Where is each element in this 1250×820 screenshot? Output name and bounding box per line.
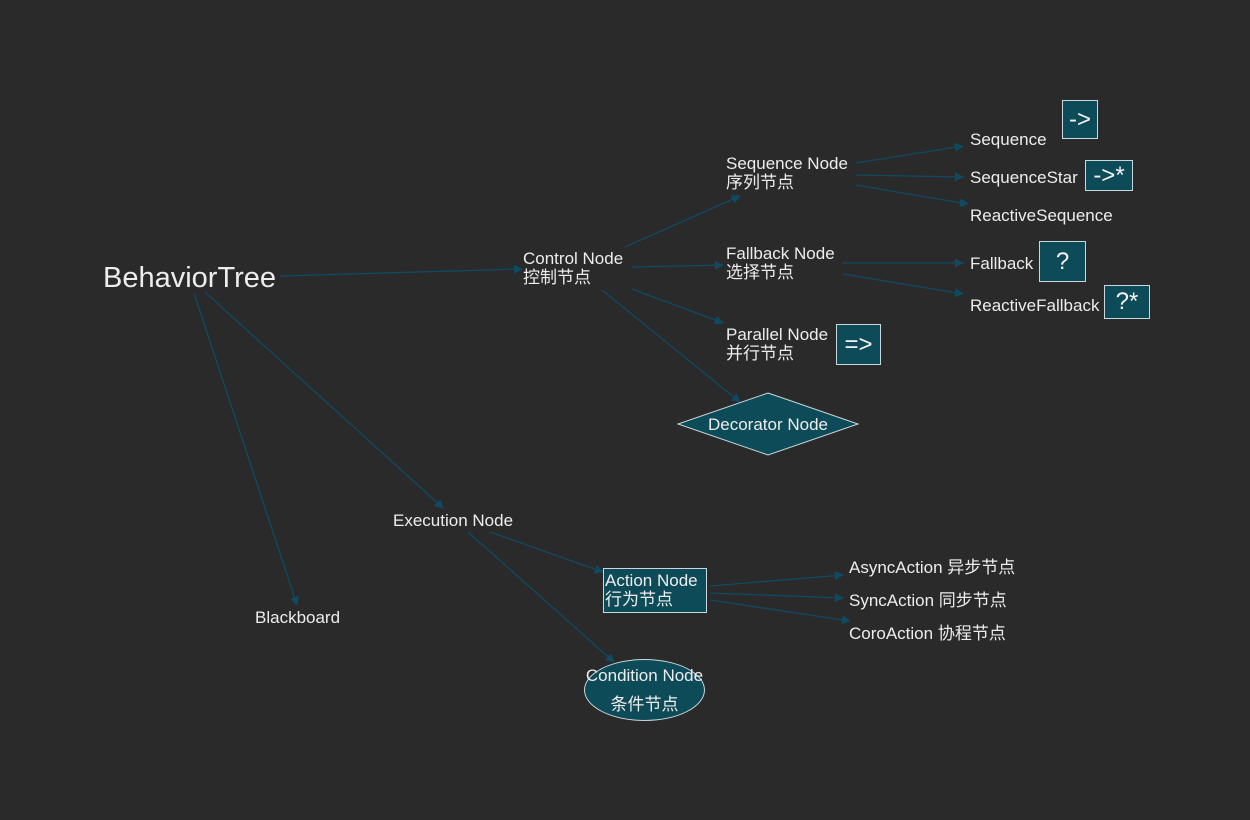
control-node-en: Control Node bbox=[523, 249, 624, 268]
fallback-child-label: Fallback bbox=[970, 254, 1034, 273]
fallback-node-en: Fallback Node bbox=[726, 244, 835, 263]
edge-root-control bbox=[279, 264, 523, 277]
edge-seq-reactivesequence bbox=[855, 184, 969, 208]
edge-action-sync bbox=[709, 592, 844, 603]
sequencestar-symbol-box: ->* bbox=[1085, 160, 1133, 191]
edge-control-sequence bbox=[624, 195, 741, 248]
edge-seq-sequencestar bbox=[855, 172, 964, 182]
fallback-symbol-box: ? bbox=[1039, 241, 1086, 282]
action-node: Action Node 行为节点 bbox=[603, 568, 707, 613]
parallel-node-zh: 并行节点 bbox=[726, 344, 794, 363]
action-node-en: Action Node bbox=[605, 571, 698, 590]
parallel-symbol-box: => bbox=[836, 324, 881, 365]
decorator-node: Decorator Node bbox=[676, 392, 860, 457]
parallel-node-en: Parallel Node bbox=[726, 325, 829, 344]
edge-control-decorator bbox=[601, 289, 741, 403]
decorator-diamond-shape bbox=[676, 392, 860, 456]
edge-control-parallel bbox=[631, 288, 724, 325]
sequence-child-label: Sequence bbox=[970, 130, 1047, 149]
condition-node: Condition Node 条件节点 bbox=[584, 659, 705, 721]
decorator-node-label: Decorator Node bbox=[707, 414, 828, 434]
sequence-node-en: Sequence Node bbox=[726, 154, 848, 173]
condition-node-zh: 条件节点 bbox=[610, 695, 679, 714]
root-node-label: BehaviorTree bbox=[103, 262, 277, 294]
edge-action-coro bbox=[709, 599, 851, 625]
parallel-node-label: Parallel Node 并行节点 bbox=[726, 325, 828, 363]
sequence-symbol-box: -> bbox=[1062, 100, 1098, 139]
reactivefallback-child-label: ReactiveFallback bbox=[970, 296, 1100, 315]
edge-action-async bbox=[709, 571, 844, 587]
sequence-node-label: Sequence Node 序列节点 bbox=[726, 154, 848, 192]
coro-action-label: CoroAction 协程节点 bbox=[849, 624, 1006, 643]
edge-seq-sequence bbox=[855, 142, 964, 164]
control-node-label: Control Node 控制节点 bbox=[523, 249, 623, 287]
edge-root-blackboard bbox=[193, 292, 299, 606]
async-action-label: AsyncAction 异步节点 bbox=[849, 558, 1016, 577]
execution-node-label: Execution Node bbox=[393, 511, 514, 530]
fallback-node-label: Fallback Node 选择节点 bbox=[726, 244, 835, 282]
sequence-node-zh: 序列节点 bbox=[726, 173, 794, 192]
condition-node-en: Condition Node bbox=[585, 666, 704, 685]
edge-exec-action bbox=[489, 531, 604, 574]
action-node-zh: 行为节点 bbox=[605, 590, 673, 609]
edge-fb-reactivefallback bbox=[842, 273, 964, 298]
sync-action-label: SyncAction 同步节点 bbox=[849, 591, 1007, 610]
edge-root-execution bbox=[204, 291, 444, 509]
reactivesequence-child-label: ReactiveSequence bbox=[970, 206, 1113, 225]
reactivefallback-symbol-box: ?* bbox=[1104, 285, 1150, 319]
sequencestar-child-label: SequenceStar bbox=[970, 168, 1078, 187]
edge-exec-condition bbox=[467, 531, 615, 663]
blackboard-label: Blackboard bbox=[255, 608, 341, 627]
control-node-zh: 控制节点 bbox=[523, 268, 591, 287]
edge-control-fallback bbox=[631, 260, 724, 270]
fallback-node-zh: 选择节点 bbox=[726, 263, 794, 282]
